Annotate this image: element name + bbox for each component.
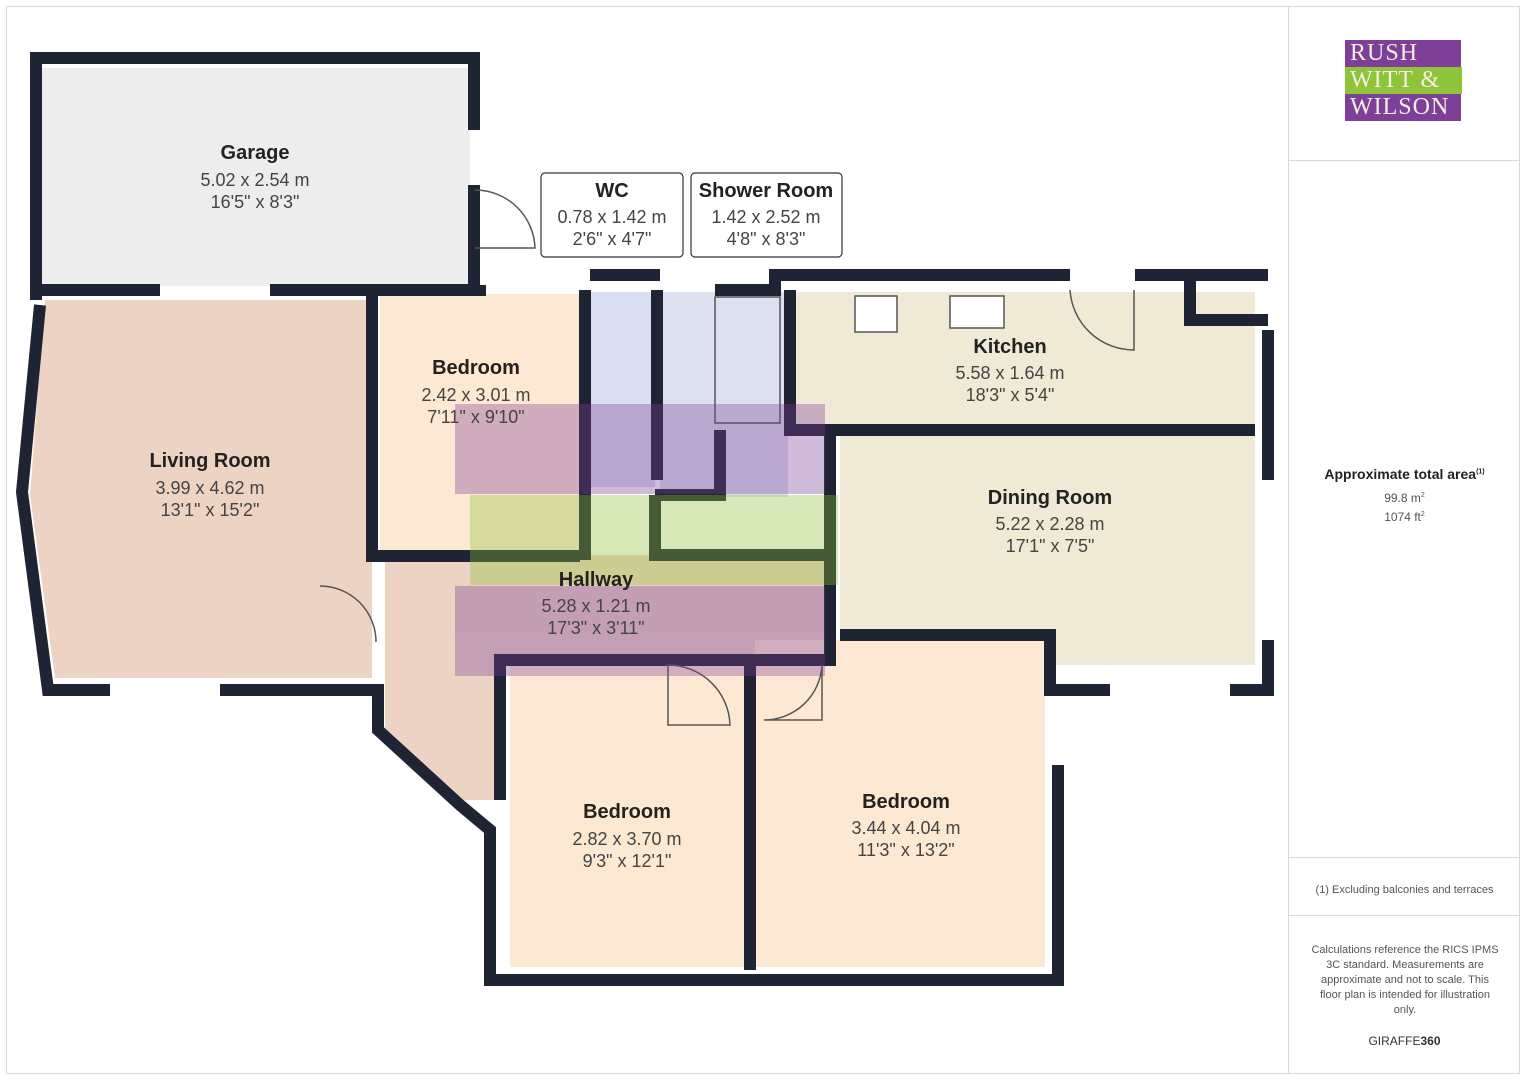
room-imperial: 13'1" x 15'2" xyxy=(161,500,260,520)
room-name: Living Room xyxy=(149,450,270,472)
room-name: Hallway xyxy=(559,569,634,591)
divider xyxy=(1289,915,1520,916)
sink-icon xyxy=(949,295,1005,329)
total-area: Approximate total area(1) 99.8 m2 1074 f… xyxy=(1289,466,1520,524)
area-metric: 99.8 m xyxy=(1384,491,1421,505)
room-imperial: 16'5" x 8'3" xyxy=(211,192,300,212)
brand-a: GIRAFFE xyxy=(1368,1034,1421,1048)
room-name: Shower Room xyxy=(699,180,833,202)
room-metric: 1.42 x 2.52 m xyxy=(711,207,820,227)
room-metric: 5.02 x 2.54 m xyxy=(200,170,309,190)
room-labels: Garage 5.02 x 2.54 m 16'5" x 8'3" Living… xyxy=(149,142,1112,871)
room-metric: 2.42 x 3.01 m xyxy=(421,385,530,405)
floor-plan: Garage 5.02 x 2.54 m 16'5" x 8'3" Living… xyxy=(15,52,1274,986)
logo-line: RUSH xyxy=(1345,40,1461,67)
shower-tray-icon xyxy=(714,296,781,424)
room-metric: 3.44 x 4.04 m xyxy=(851,818,960,838)
area-title: Approximate total area xyxy=(1324,466,1477,482)
room-name: Bedroom xyxy=(583,801,671,823)
door-swing-icon xyxy=(474,189,536,249)
door-swing-icon xyxy=(763,664,823,721)
info-panel: RUSH WITT & WILSON Approximate total are… xyxy=(1288,6,1520,1074)
brand-b: 360 xyxy=(1420,1034,1441,1048)
room-name: WC xyxy=(595,180,628,202)
room-imperial: 17'3" x 3'11" xyxy=(547,618,644,638)
bedroom-3-floor xyxy=(755,640,1045,967)
room-imperial: 2'6" x 4'7" xyxy=(573,229,652,249)
garage-floor xyxy=(40,68,470,286)
walls xyxy=(15,52,1274,986)
room-name: Bedroom xyxy=(862,791,950,813)
bedroom-2-floor xyxy=(510,665,746,967)
room-imperial: 4'8" x 8'3" xyxy=(727,229,806,249)
page-frame xyxy=(6,6,1520,1074)
room-metric: 3.99 x 4.62 m xyxy=(155,478,264,498)
room-metric: 5.22 x 2.28 m xyxy=(995,514,1104,534)
disclaimer: Calculations reference the RICS IPMS 3C … xyxy=(1311,944,1499,1016)
room-name: Bedroom xyxy=(432,357,520,379)
logo-line: WILSON xyxy=(1345,94,1461,121)
room-metric: 0.78 x 1.42 m xyxy=(557,207,666,227)
giraffe360-brand: GIRAFFE360 xyxy=(1289,1034,1520,1048)
room-metric: 5.58 x 1.64 m xyxy=(955,363,1064,383)
room-imperial: 9'3" x 12'1" xyxy=(583,851,672,871)
wc-floor xyxy=(590,292,655,487)
room-name: Kitchen xyxy=(973,336,1046,358)
fixtures xyxy=(319,189,1135,726)
door-swing-icon xyxy=(667,664,731,726)
divider xyxy=(1289,857,1520,858)
room-metric: 2.82 x 3.70 m xyxy=(572,829,681,849)
room-imperial: 17'1" x 7'5" xyxy=(1006,536,1095,556)
footnote: (1) Excluding balconies and terraces xyxy=(1315,884,1494,896)
room-name: Garage xyxy=(221,142,290,164)
footnote-mark: (1) xyxy=(1476,468,1485,476)
room-imperial: 11'3" x 13'2" xyxy=(857,840,954,860)
superscript: 2 xyxy=(1420,492,1425,499)
door-swing-icon xyxy=(1069,289,1135,351)
room-name: Dining Room xyxy=(988,487,1112,509)
divider xyxy=(1289,160,1520,161)
watermark-logo xyxy=(455,404,838,676)
bedroom-1-floor xyxy=(380,294,582,550)
area-imperial: 1074 ft xyxy=(1384,510,1421,524)
hob-icon xyxy=(854,295,898,333)
brand-logo: RUSH WITT & WILSON xyxy=(1345,40,1462,121)
room-imperial: 18'3" x 5'4" xyxy=(966,385,1055,405)
room-metric: 5.28 x 1.21 m xyxy=(541,596,650,616)
superscript: 2 xyxy=(1420,511,1425,518)
dining-room-floor xyxy=(840,435,1255,665)
logo-line: WITT & xyxy=(1345,67,1462,94)
door-swing-icon xyxy=(319,585,377,643)
living-room-floor xyxy=(30,300,372,678)
room-imperial: 7'11" x 9'10" xyxy=(427,407,524,427)
